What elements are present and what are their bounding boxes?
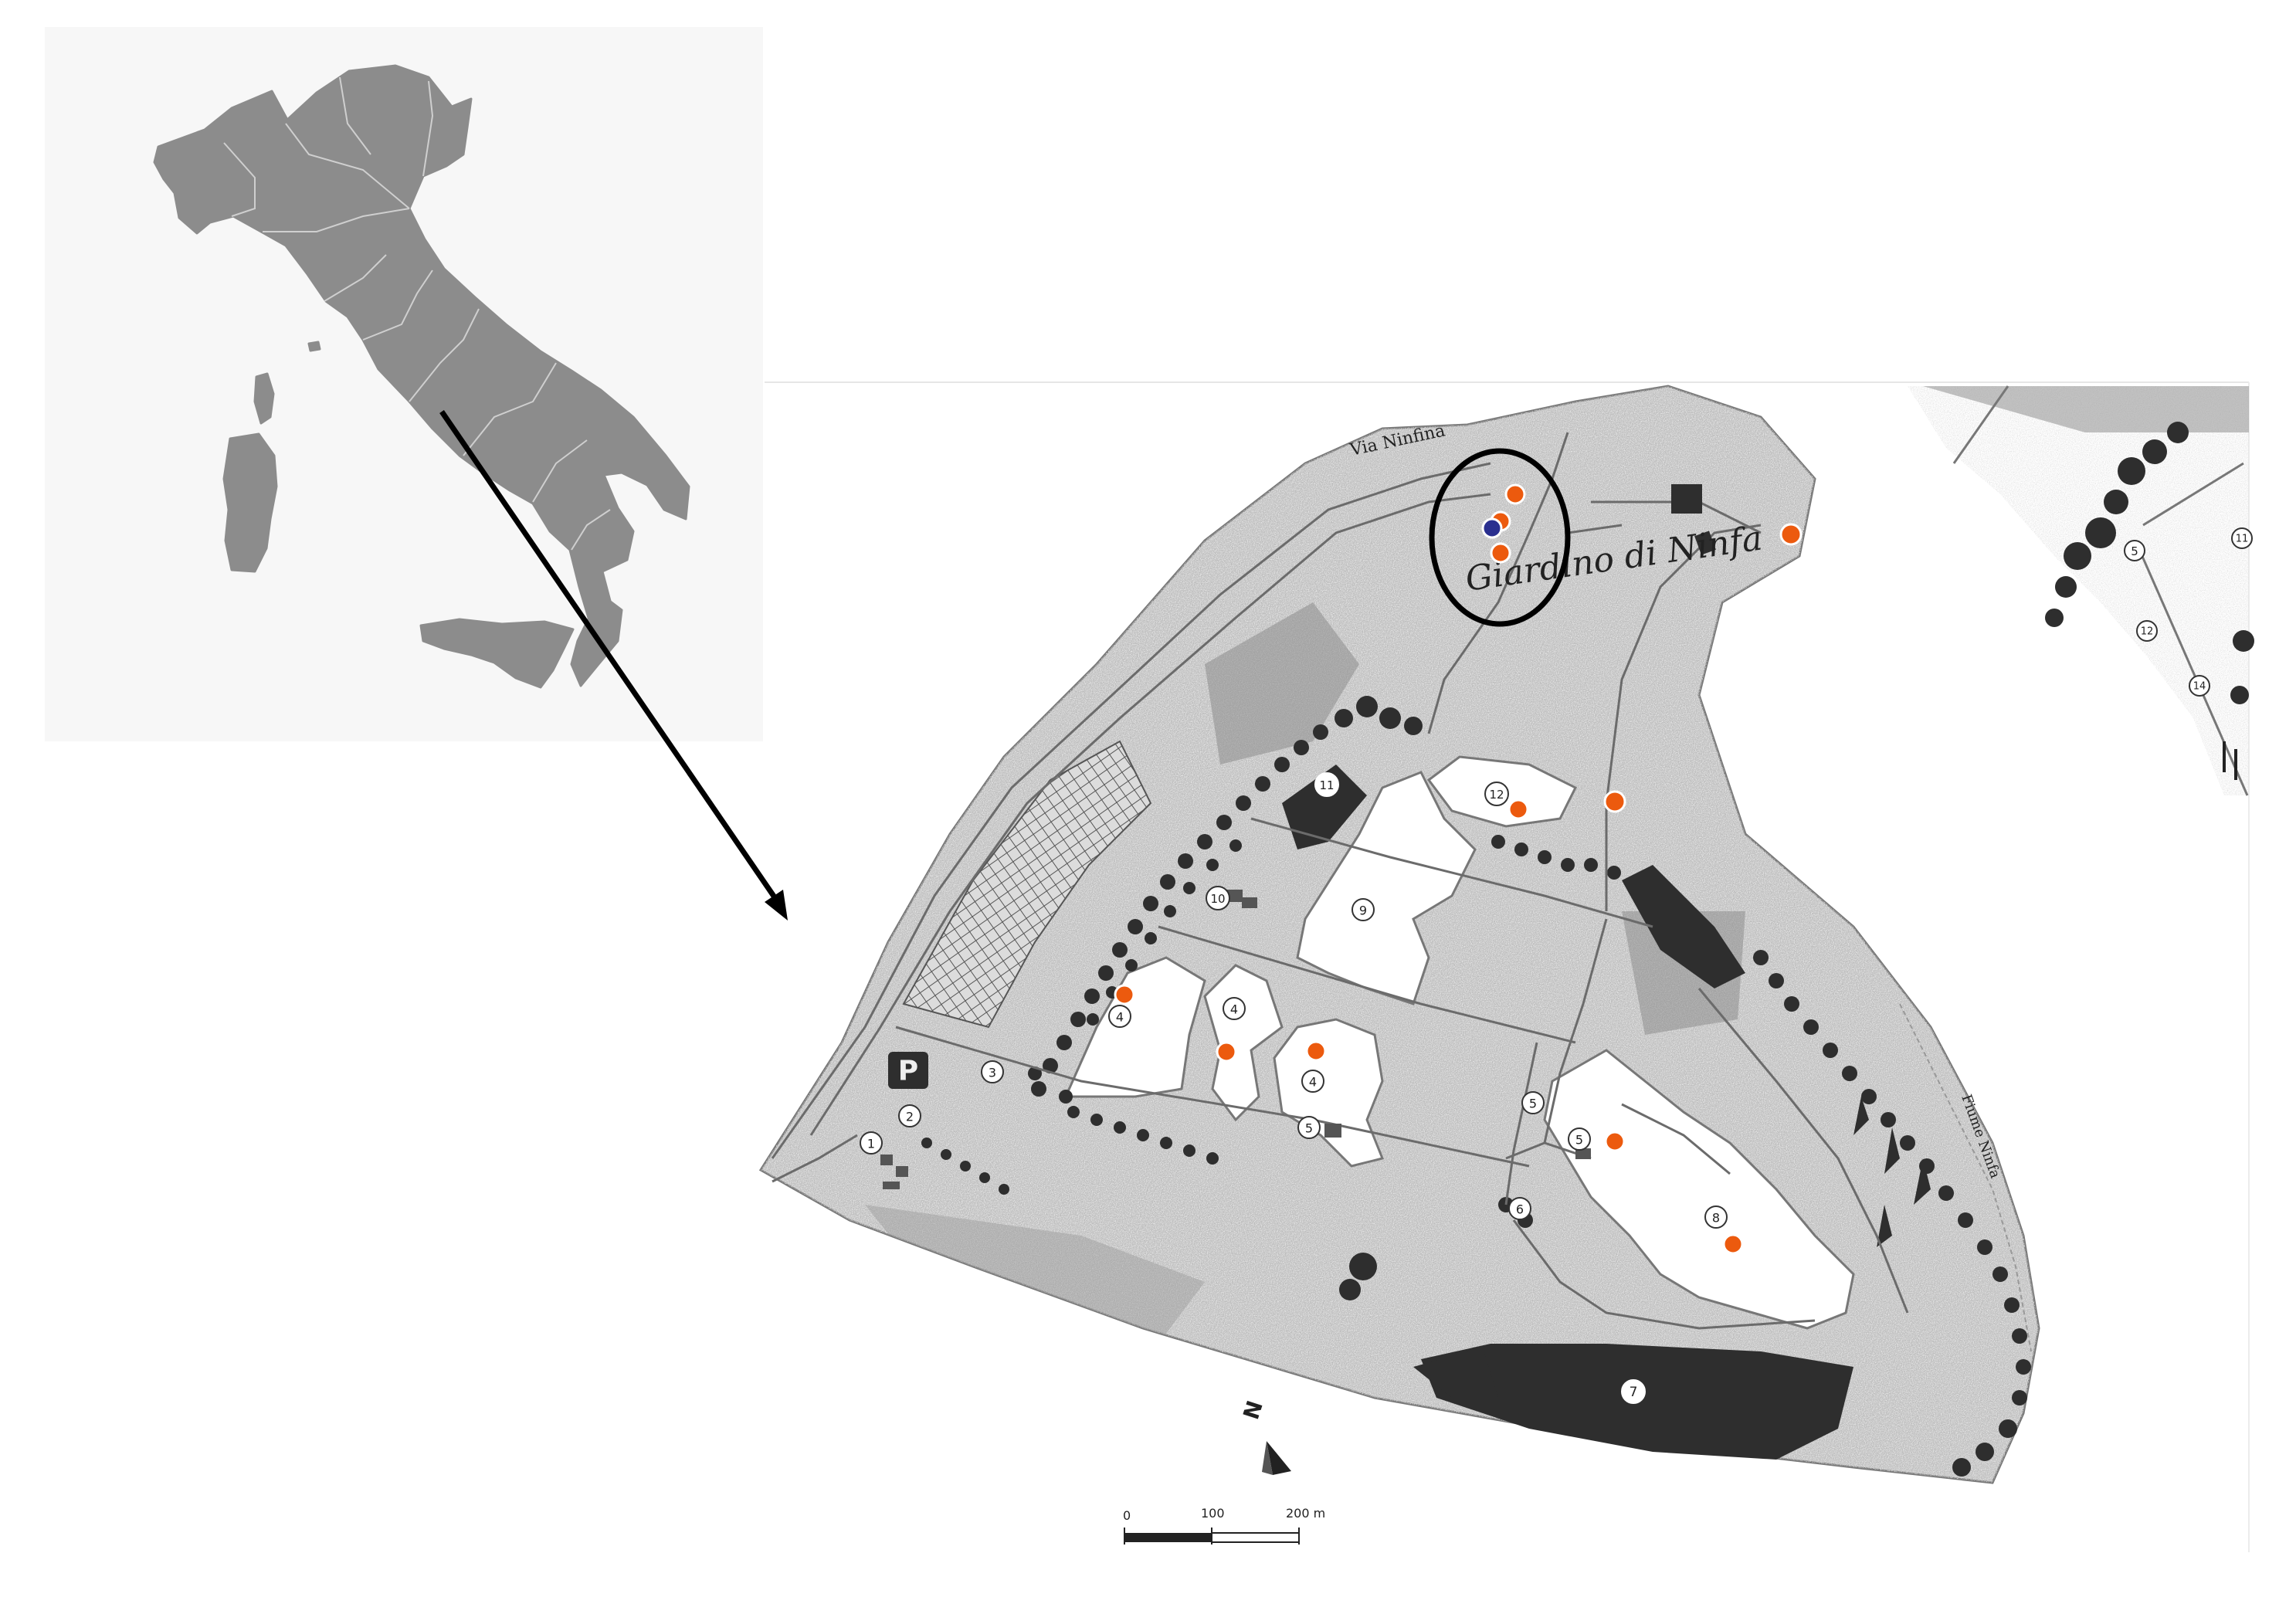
scale-label-200: 200 m [1286, 1506, 1325, 1521]
marker-1: 1 [860, 1131, 883, 1155]
region-borders [223, 76, 611, 551]
svg-text:4: 4 [1230, 1002, 1238, 1017]
edge-marker-12: 12 [2136, 620, 2158, 642]
svg-text:11: 11 [1319, 778, 1334, 792]
parking-label: P [898, 1056, 918, 1087]
marker-2: 2 [898, 1104, 921, 1127]
sample-point [1305, 1040, 1327, 1062]
forest-north-east-strip [1622, 865, 1745, 988]
sardinia [222, 432, 278, 573]
sample-point-reference [1481, 517, 1503, 539]
svg-text:3: 3 [989, 1066, 996, 1080]
italy-inset [45, 27, 763, 741]
svg-text:5: 5 [1575, 1133, 1583, 1148]
edge-marker-11: 11 [2231, 527, 2253, 549]
svg-text:4: 4 [1309, 1075, 1317, 1090]
marker-6: 6 [1508, 1197, 1531, 1220]
svg-text:4: 4 [1116, 1010, 1124, 1025]
edge-fragment [1908, 385, 2254, 796]
marker-5-south: 5 [1297, 1116, 1321, 1139]
marker-4-middle: 4 [1223, 997, 1246, 1020]
forest-11 [1282, 765, 1367, 849]
svg-text:6: 6 [1516, 1202, 1524, 1217]
marker-11: 11 [1314, 772, 1339, 797]
marker-4-east: 4 [1301, 1070, 1324, 1093]
edge-marker-14: 14 [2189, 675, 2210, 697]
lake-8 [1543, 1049, 1855, 1330]
sample-point [1504, 483, 1526, 505]
italy-mainland [153, 64, 690, 619]
sample-point [1507, 799, 1529, 820]
sample-point [1490, 542, 1511, 564]
svg-text:7: 7 [1630, 1385, 1638, 1400]
site-map: P 1 2 3 4 4 4 5 5 5 6 7 8 9 10 11 12 5 1… [758, 381, 2254, 1552]
location-arrow [439, 410, 788, 921]
elba [307, 341, 321, 352]
forest-south-west [1413, 1348, 1498, 1398]
numbered-markers: 1 2 3 4 4 4 5 5 5 6 7 8 9 10 11 12 5 12 … [860, 527, 2253, 1404]
castle-building [1671, 484, 1702, 514]
svg-text:2: 2 [906, 1110, 914, 1124]
marker-7: 7 [1621, 1379, 1646, 1404]
sample-point [1603, 790, 1626, 813]
edge-marker-5: 5 [2124, 540, 2145, 561]
meadow-4a [1063, 956, 1206, 1098]
sample-point [1114, 984, 1135, 1005]
north-label: N [1238, 1398, 1268, 1422]
parking-sign: P [888, 1052, 928, 1089]
sample-point [1722, 1233, 1744, 1255]
study-site-highlight [1429, 448, 1571, 627]
marker-4-west: 4 [1108, 1005, 1131, 1028]
scale-bar: 0 100 200 m [1123, 1506, 1325, 1544]
marker-10: 10 [1206, 886, 1230, 910]
north-arrow: N [1238, 1398, 1291, 1475]
sampling-points [1114, 483, 1803, 1255]
via-ninfina-road [771, 462, 1491, 1159]
marker-12: 12 [1484, 782, 1509, 806]
scale-label-100: 100 [1201, 1506, 1225, 1521]
marker-5-centre: 5 [1521, 1091, 1545, 1114]
scale-label-0: 0 [1123, 1508, 1131, 1523]
svg-text:14: 14 [2193, 681, 2206, 693]
buildings [880, 484, 1716, 1189]
marker-5-lake: 5 [1568, 1127, 1591, 1151]
sample-point [1779, 523, 1803, 546]
svg-text:10: 10 [1210, 892, 1225, 906]
tree-rows [921, 696, 2031, 1477]
water-bodies [1063, 755, 1855, 1330]
paths [771, 432, 1909, 1330]
sicily [419, 618, 575, 689]
lake-9 [1296, 771, 1477, 1005]
sample-point [1216, 1041, 1237, 1063]
marker-8: 8 [1704, 1205, 1728, 1229]
marker-3: 3 [981, 1060, 1004, 1083]
vineyard [902, 740, 1152, 1029]
svg-text:1: 1 [867, 1137, 875, 1151]
svg-text:5: 5 [1305, 1121, 1313, 1136]
corsica [253, 372, 275, 425]
svg-text:5: 5 [2131, 544, 2138, 558]
svg-text:12: 12 [2141, 626, 2154, 638]
marker-9: 9 [1351, 898, 1375, 921]
svg-text:9: 9 [1359, 904, 1367, 918]
sample-point [1604, 1131, 1626, 1152]
svg-text:8: 8 [1712, 1211, 1720, 1226]
svg-text:12: 12 [1489, 788, 1504, 802]
svg-text:5: 5 [1529, 1097, 1537, 1111]
svg-text:11: 11 [2236, 534, 2249, 545]
